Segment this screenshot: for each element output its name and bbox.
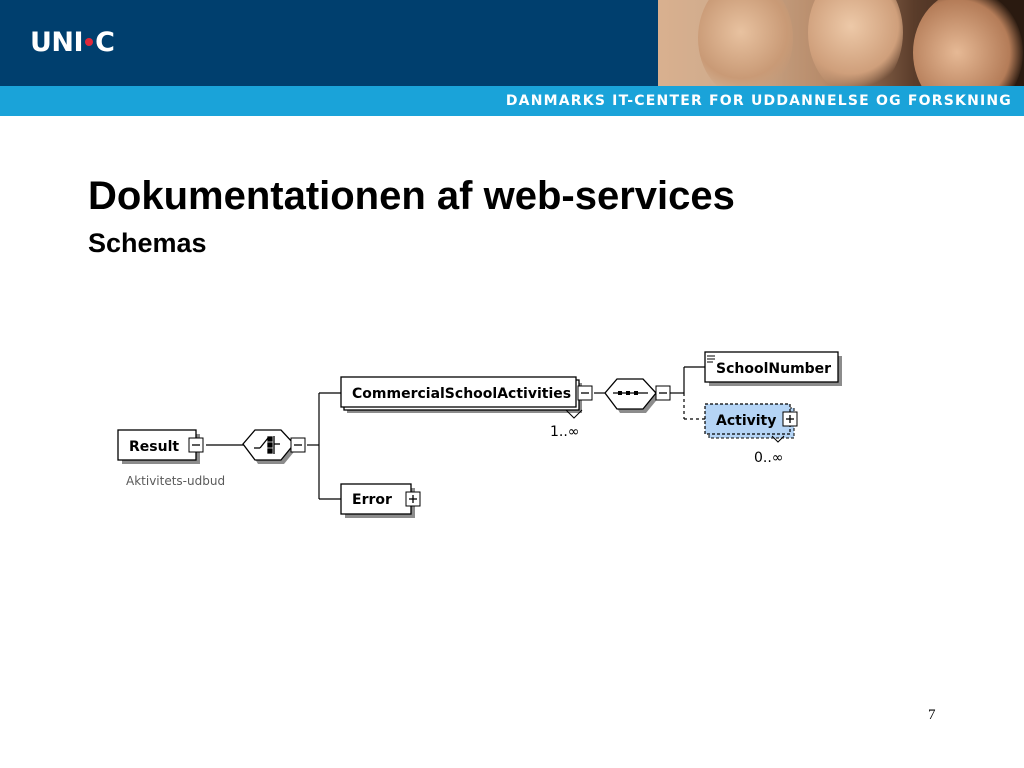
error-expand-icon[interactable] [405, 491, 421, 507]
logo-dot-icon [85, 37, 94, 46]
page-subtitle: Schemas [88, 228, 207, 258]
sequence-collapse-icon[interactable] [655, 385, 671, 401]
occurrence-marker-icon [771, 435, 785, 443]
simple-type-icon [707, 355, 715, 363]
result-label: Result [129, 439, 179, 455]
slide-number: 7 [928, 707, 936, 723]
school-number-element[interactable]: SchoolNumber [704, 351, 842, 386]
logo-text-right: C [95, 27, 115, 58]
sequence-icon [613, 391, 648, 395]
school-number-label: SchoolNumber [716, 361, 831, 377]
activity-element[interactable]: Activity [704, 403, 795, 439]
activity-occurrence: 0..∞ [754, 450, 783, 466]
header-banner: UNI C [0, 0, 658, 86]
result-collapse-icon[interactable] [188, 437, 204, 453]
photo-face [808, 0, 903, 86]
header-photo [658, 0, 1024, 86]
choice-icon [254, 436, 280, 454]
choice-compositor[interactable] [242, 429, 298, 464]
error-label: Error [352, 492, 392, 508]
sequence-compositor[interactable] [604, 378, 660, 413]
page-title: Dokumentationen af web-services [88, 174, 735, 218]
result-element[interactable]: Result [117, 429, 200, 464]
commercial-collapse-icon[interactable] [577, 385, 593, 401]
photo-face [698, 0, 793, 86]
activity-label: Activity [716, 413, 776, 429]
logo-text-left: UNI [30, 27, 84, 58]
commercial-school-activities-label: CommercialSchoolActivities [352, 386, 571, 402]
header-tagline: DANMARKS IT-CENTER FOR UDDANNELSE OG FOR… [505, 93, 1012, 109]
commercial-occurrence: 1..∞ [550, 424, 579, 440]
schema-diagram: Result Aktivitets-udbud CommercialSchool… [117, 351, 842, 518]
diagram-connectors [206, 366, 705, 500]
commercial-school-activities-element[interactable]: CommercialSchoolActivities [340, 376, 582, 413]
photo-face [913, 0, 1023, 86]
choice-collapse-icon[interactable] [290, 437, 306, 453]
error-element[interactable]: Error [340, 483, 415, 518]
result-annotation: Aktivitets-udbud [126, 474, 225, 488]
header-strip: DANMARKS IT-CENTER FOR UDDANNELSE OG FOR… [0, 86, 1024, 116]
unic-logo: UNI C [30, 27, 115, 59]
activity-expand-icon[interactable] [782, 411, 798, 427]
occurrence-marker-icon [565, 409, 583, 419]
